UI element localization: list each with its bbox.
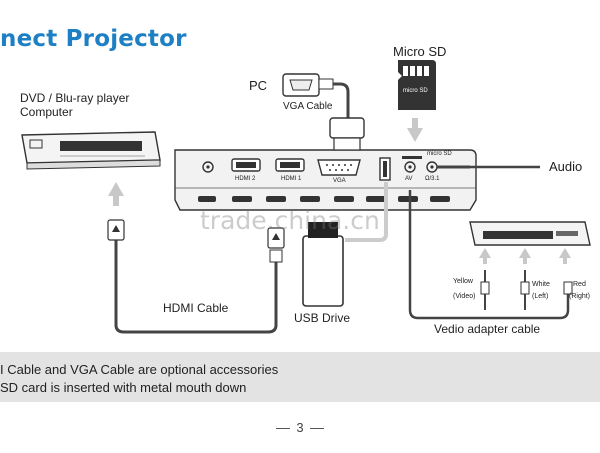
page-title: nect Projector — [0, 26, 187, 52]
dvd-player-illustration — [21, 131, 161, 170]
page-number: 3 — [0, 420, 600, 435]
port-audio-label: Ω/3.1 — [425, 176, 440, 182]
vga-cable-label: VGA Cable — [283, 101, 333, 112]
dvd-label-line2: Computer — [20, 105, 73, 119]
note-line-1: I Cable and VGA Cable are optional acces… — [0, 362, 279, 377]
page-number-value: 3 — [296, 420, 304, 435]
port-micro-sd-label: micro SD — [427, 151, 452, 157]
red-sub-label: (Right) — [569, 293, 591, 300]
port-vga-label: VGA — [333, 178, 346, 184]
av-source-device — [469, 221, 591, 246]
port-av-label: AV — [405, 176, 413, 182]
vga-cable — [282, 73, 365, 151]
yellow-label: Yellow — [453, 278, 473, 285]
white-sub-label: (Left) — [532, 293, 549, 300]
notes-panel: I Cable and VGA Cable are optional acces… — [0, 352, 600, 402]
red-label: Red — [573, 281, 586, 288]
usb-drive — [302, 182, 388, 307]
yellow-sub-label: (Video) — [453, 293, 476, 300]
hdmi-cable-label: HDMI Cable — [163, 301, 229, 315]
white-label: White — [532, 281, 550, 288]
watermark: trade.china.cn — [200, 206, 380, 235]
usb-drive-label: USB Drive — [294, 311, 351, 325]
micro-sd-card — [398, 60, 436, 110]
port-hdmi1-label: HDMI 1 — [281, 176, 302, 182]
sd-card-brand: micro SD — [403, 88, 428, 94]
hdmi-cable — [107, 219, 285, 334]
vedio-adapter — [408, 190, 573, 320]
dvd-label-line1: DVD / Blu-ray player — [20, 91, 130, 105]
micro-sd-label: Micro SD — [393, 44, 447, 59]
vedio-adapter-cable-label: Vedio adapter cable — [434, 322, 541, 336]
audio-label: Audio — [549, 159, 583, 174]
note-line-2: SD card is inserted with metal mouth dow… — [0, 380, 247, 395]
projector-body — [174, 149, 477, 211]
pc-label: PC — [249, 78, 268, 93]
port-hdmi2-label: HDMI 2 — [235, 176, 256, 182]
